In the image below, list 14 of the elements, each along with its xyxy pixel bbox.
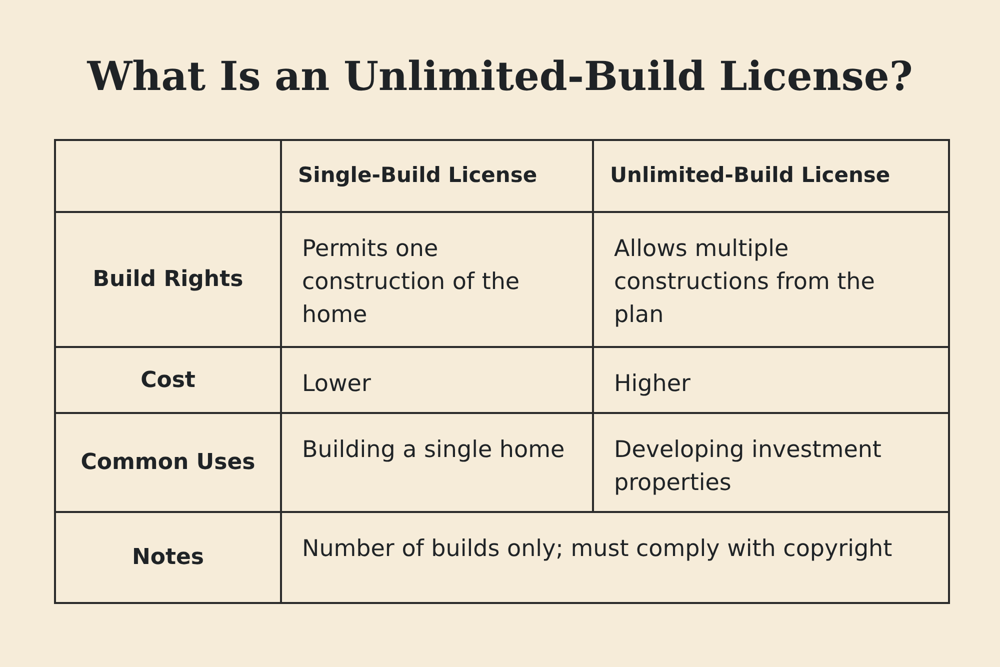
column-header: Unlimited-Build License <box>594 141 948 211</box>
row-header: Common Uses <box>56 414 280 511</box>
table-cell: Allows multiple constructions from the plan <box>594 213 948 346</box>
row-header: Build Rights <box>56 213 280 346</box>
table-cell: Permits one construction of the home <box>282 213 592 346</box>
row-header: Cost <box>56 348 280 412</box>
table-cell: Higher <box>594 348 948 412</box>
table-cell: Building a single home <box>282 414 592 511</box>
row-header: Notes <box>56 513 280 602</box>
table-cell: Developing investment properties <box>594 414 948 511</box>
table-cell: Lower <box>282 348 592 412</box>
column-header: Single-Build License <box>282 141 592 211</box>
table-cell: Number of builds only; must comply with copyright <box>282 513 948 602</box>
title: What Is an Unlimited-Build License? <box>87 52 913 102</box>
